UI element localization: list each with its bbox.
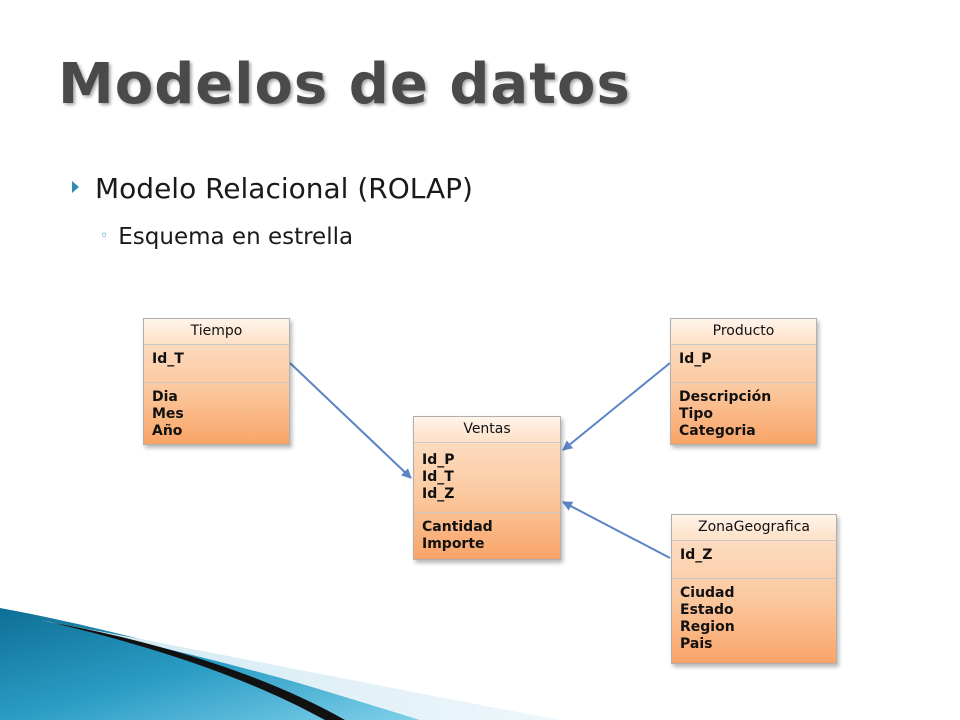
triangle-bullet-icon <box>72 181 79 193</box>
bullet-level-2: ◦ Esquema en estrella <box>100 224 353 250</box>
entity-ventas-key: Id_Z <box>422 486 455 502</box>
entity-zona-name: ZonaGeografica <box>672 515 836 541</box>
bullet-level-2-text: Esquema en estrella <box>118 224 354 250</box>
entity-tiempo-attr: Dia <box>152 389 178 405</box>
entity-producto-attr: Tipo <box>679 406 713 422</box>
entity-tiempo-attributes: Dia Mes Año <box>144 382 289 446</box>
connector-tiempo-ventas <box>289 362 412 479</box>
entity-tiempo-keys: Id_T <box>144 345 289 382</box>
entity-ventas-name: Ventas <box>414 417 560 443</box>
entity-zona-attr: Estado <box>680 602 734 618</box>
slide-title: Modelos de datos <box>58 52 631 117</box>
entity-producto-keys: Id_P <box>671 345 816 382</box>
entity-zona-attr: Region <box>680 619 735 635</box>
entity-zona-attr: Pais <box>680 636 713 652</box>
bullet-level-1: Modelo Relacional (ROLAP) <box>72 172 473 205</box>
entity-producto-key: Id_P <box>679 351 712 367</box>
entity-tiempo: Tiempo Id_T Dia Mes Año <box>143 318 290 445</box>
entity-ventas-key: Id_P <box>422 452 455 468</box>
entity-zona-key: Id_Z <box>680 547 713 563</box>
entity-zona-keys: Id_Z <box>672 541 836 578</box>
entity-zona-geografica: ZonaGeografica Id_Z Ciudad Estado Region… <box>671 514 837 664</box>
entity-producto-attr: Descripción <box>679 389 772 405</box>
entity-ventas-attr: Importe <box>422 536 485 552</box>
entity-ventas-attributes: Cantidad Importe <box>414 512 560 559</box>
entity-zona-attributes: Ciudad Estado Region Pais <box>672 578 836 659</box>
entity-tiempo-key: Id_T <box>152 351 184 367</box>
entity-zona-attr: Ciudad <box>680 585 735 601</box>
connector-producto-ventas <box>562 362 671 451</box>
ring-bullet-icon: ◦ <box>100 227 109 244</box>
entity-ventas-keys: Id_P Id_T Id_Z <box>414 443 560 512</box>
entity-tiempo-attr: Mes <box>152 406 184 422</box>
entity-producto: Producto Id_P Descripción Tipo Categoria <box>670 318 817 445</box>
connector-zona-ventas <box>562 501 671 559</box>
bullet-level-1-text: Modelo Relacional (ROLAP) <box>95 172 473 205</box>
entity-ventas: Ventas Id_P Id_T Id_Z Cantidad Importe <box>413 416 561 560</box>
entity-producto-name: Producto <box>671 319 816 345</box>
entity-ventas-attr: Cantidad <box>422 519 493 535</box>
entity-producto-attr: Categoria <box>679 423 756 439</box>
entity-producto-attributes: Descripción Tipo Categoria <box>671 382 816 446</box>
entity-tiempo-name: Tiempo <box>144 319 289 345</box>
entity-tiempo-attr: Año <box>152 423 183 439</box>
entity-ventas-key: Id_T <box>422 469 454 485</box>
